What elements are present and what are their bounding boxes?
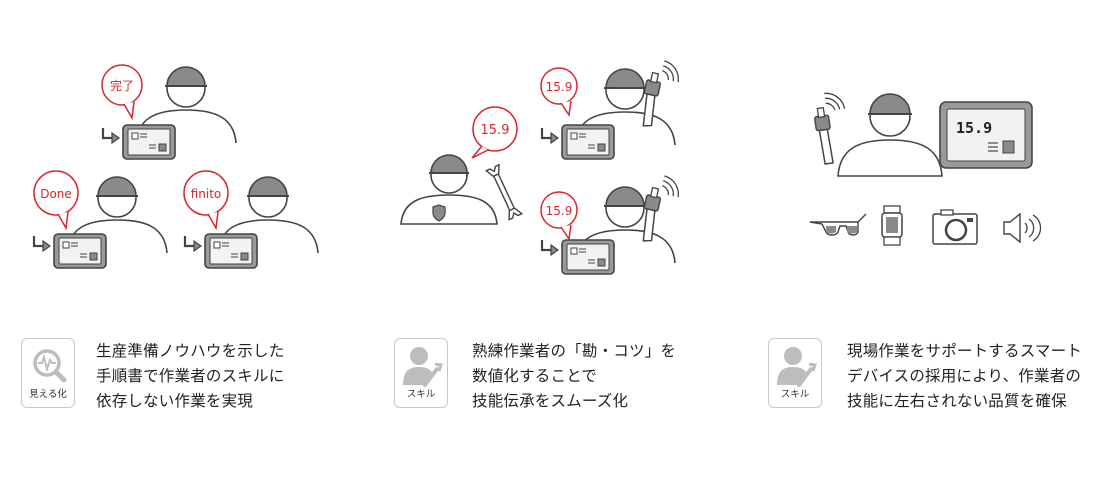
badge-label: 見える化 xyxy=(29,389,67,400)
worker-tablet-illustration: 完了 Done finito xyxy=(32,64,319,269)
caption-line: 現場作業をサポートするスマート xyxy=(847,342,1083,360)
tablet-icon xyxy=(122,124,176,160)
panel-skill-quantification: 15.9 15.9 15.9 スキル 熟練作業者 xyxy=(364,0,728,500)
caption: 現場作業をサポートするスマート デバイスの採用により、作業者の 技能に左右されな… xyxy=(847,339,1082,414)
lcd-value: 15.9 xyxy=(956,119,992,137)
worker-wrench-icon xyxy=(403,347,443,387)
smart-watch-icon xyxy=(881,205,903,246)
caption-line: 技能に左右されない品質を確保 xyxy=(847,392,1067,410)
skill-badge: スキル xyxy=(394,338,448,408)
bubble-text: finito xyxy=(191,187,222,201)
caption-line: 依存しない作業を実現 xyxy=(96,392,254,410)
bubble-text: Done xyxy=(40,187,72,201)
speech-bubble: finito xyxy=(183,170,229,231)
bubble-text: 15.9 xyxy=(546,80,573,94)
arrow-icon xyxy=(32,234,52,253)
bubble-text: 15.9 xyxy=(481,123,510,138)
badge-label: スキル xyxy=(406,389,436,400)
worker-wrench-icon xyxy=(777,347,817,387)
wrench-icon xyxy=(484,163,524,221)
speech-bubble: 15.9 xyxy=(471,106,518,159)
panel-smart-devices: 15.9 xyxy=(728,0,1093,500)
speech-bubble: 15.9 xyxy=(540,191,578,242)
caption-line: 技能伝承をスムーズ化 xyxy=(472,392,629,410)
smart-device-illustration: 15.9 xyxy=(809,92,1042,246)
speech-bubble: 完了 xyxy=(101,64,143,121)
display-device: 15.9 xyxy=(939,101,1033,169)
speech-bubble: 15.9 xyxy=(540,67,578,118)
arrow-icon xyxy=(540,126,560,145)
skilled-worker-figure xyxy=(400,154,498,225)
caption: 生産準備ノウハウを示した 手順書で作業者のスキルに 依存しない作業を実現 xyxy=(96,339,284,414)
speaker-icon xyxy=(1003,212,1042,244)
tablet-icon xyxy=(561,124,615,160)
caption-line: 数値化することで xyxy=(472,367,598,385)
panel-visualization: 完了 Done finito 見える化 生産準備ノウハウを示した 手順書で xyxy=(0,0,364,500)
camera-icon xyxy=(932,209,978,245)
torque-wrench-illustration: 15.9 15.9 15.9 xyxy=(400,57,683,275)
tablet-icon xyxy=(561,239,615,275)
arrow-icon xyxy=(540,238,560,257)
caption-line: デバイスの採用により、作業者の xyxy=(847,367,1082,385)
bubble-text: 完了 xyxy=(110,78,134,93)
worker-figure xyxy=(837,93,943,177)
arrow-icon xyxy=(183,234,203,253)
torque-tool-icon xyxy=(814,92,846,165)
badge-label: スキル xyxy=(780,389,810,400)
arrow-icon xyxy=(101,126,121,145)
smart-glasses-icon xyxy=(809,213,867,236)
visualization-badge: 見える化 xyxy=(21,338,75,408)
caption-line: 手順書で作業者のスキルに xyxy=(96,367,285,385)
caption-line: 熟練作業者の「勘・コツ」を xyxy=(472,342,677,360)
caption-line: 生産準備ノウハウを示した xyxy=(96,342,285,360)
caption: 熟練作業者の「勘・コツ」を 数値化することで 技能伝承をスムーズ化 xyxy=(472,339,676,414)
tablet-icon xyxy=(53,233,107,269)
bubble-text: 15.9 xyxy=(546,204,573,218)
tablet-icon xyxy=(204,233,258,269)
skill-badge: スキル xyxy=(768,338,822,408)
speech-bubble: Done xyxy=(33,170,79,231)
magnifier-heartbeat-icon xyxy=(33,349,67,383)
